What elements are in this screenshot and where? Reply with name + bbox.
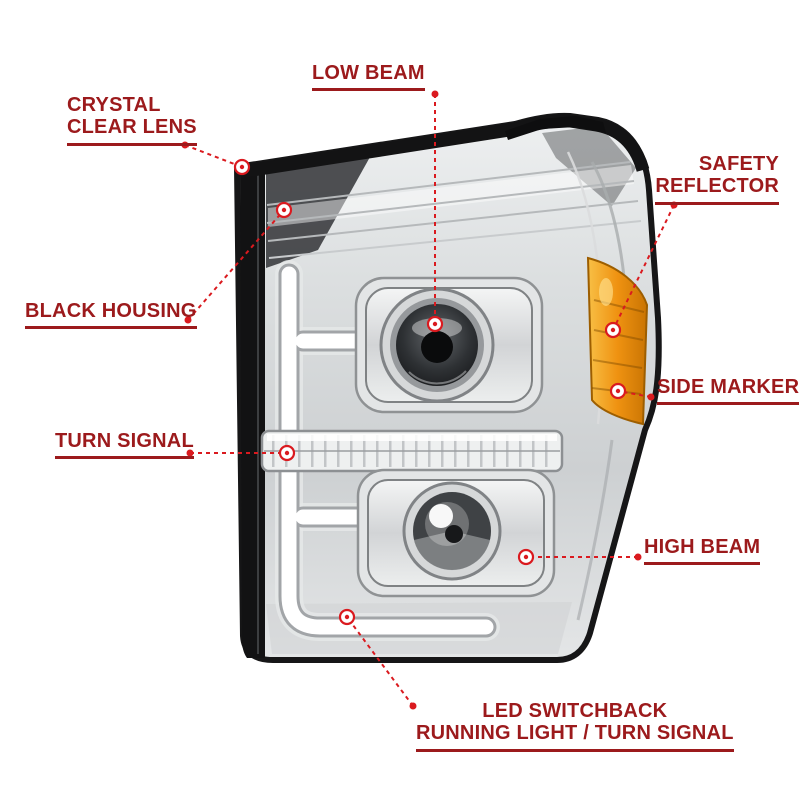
amber-side-reflector bbox=[586, 256, 649, 426]
callout-crystal-lens-line1: CRYSTAL bbox=[67, 94, 161, 116]
callout-black-housing-label: BLACK HOUSING bbox=[25, 300, 197, 322]
callout-low-beam: LOW BEAM bbox=[312, 62, 425, 92]
mounting-flange bbox=[240, 164, 265, 658]
low-beam-projector bbox=[354, 276, 544, 414]
headlight-illustration bbox=[234, 112, 662, 663]
callout-side-marker-label: SIDE MARKER bbox=[657, 376, 800, 398]
leader-black-housing bbox=[184, 201, 293, 324]
callout-low-beam-label: LOW BEAM bbox=[312, 62, 425, 84]
callout-safety-reflector-line2: REFLECTOR bbox=[655, 175, 779, 198]
leader-low-beam bbox=[426, 90, 444, 333]
black-housing-area bbox=[266, 157, 370, 268]
callout-led-switchback-running-light: LED SWITCHBACK RUNNING LIGHT / TURN SIGN… bbox=[416, 700, 734, 752]
led-turn-signal-strip bbox=[260, 429, 564, 473]
leader-turn-signal bbox=[186, 444, 296, 462]
top-cap bbox=[505, 116, 606, 140]
high-beam-projector bbox=[356, 468, 556, 598]
leader-high-beam bbox=[517, 548, 642, 566]
lens-striations bbox=[266, 161, 642, 259]
leader-crystal-lens bbox=[181, 141, 251, 176]
callout-turn-signal-label: TURN SIGNAL bbox=[55, 430, 194, 452]
callout-crystal-clear-lens: CRYSTAL CLEAR LENS bbox=[67, 94, 197, 146]
leader-side-marker bbox=[609, 382, 655, 401]
leader-safety-reflector bbox=[604, 201, 678, 339]
callout-high-beam: HIGH BEAM bbox=[644, 536, 761, 566]
callout-high-beam-label: HIGH BEAM bbox=[644, 536, 761, 558]
callout-safety-reflector-line1: SAFETY bbox=[698, 153, 779, 175]
callout-led-switchback-line2: RUNNING LIGHT / TURN SIGNAL bbox=[416, 722, 734, 745]
callout-black-housing: BLACK HOUSING bbox=[25, 300, 197, 330]
leader-led-switchback bbox=[338, 608, 417, 710]
drl-light-bar bbox=[275, 260, 500, 641]
callout-led-switchback-line1: LED SWITCHBACK bbox=[482, 700, 668, 722]
callout-safety-reflector: SAFETY REFLECTOR bbox=[655, 153, 779, 205]
callout-turn-signal: TURN SIGNAL bbox=[55, 430, 194, 460]
callout-side-marker: SIDE MARKER bbox=[657, 376, 800, 406]
callout-crystal-lens-line2: CLEAR LENS bbox=[67, 116, 197, 139]
